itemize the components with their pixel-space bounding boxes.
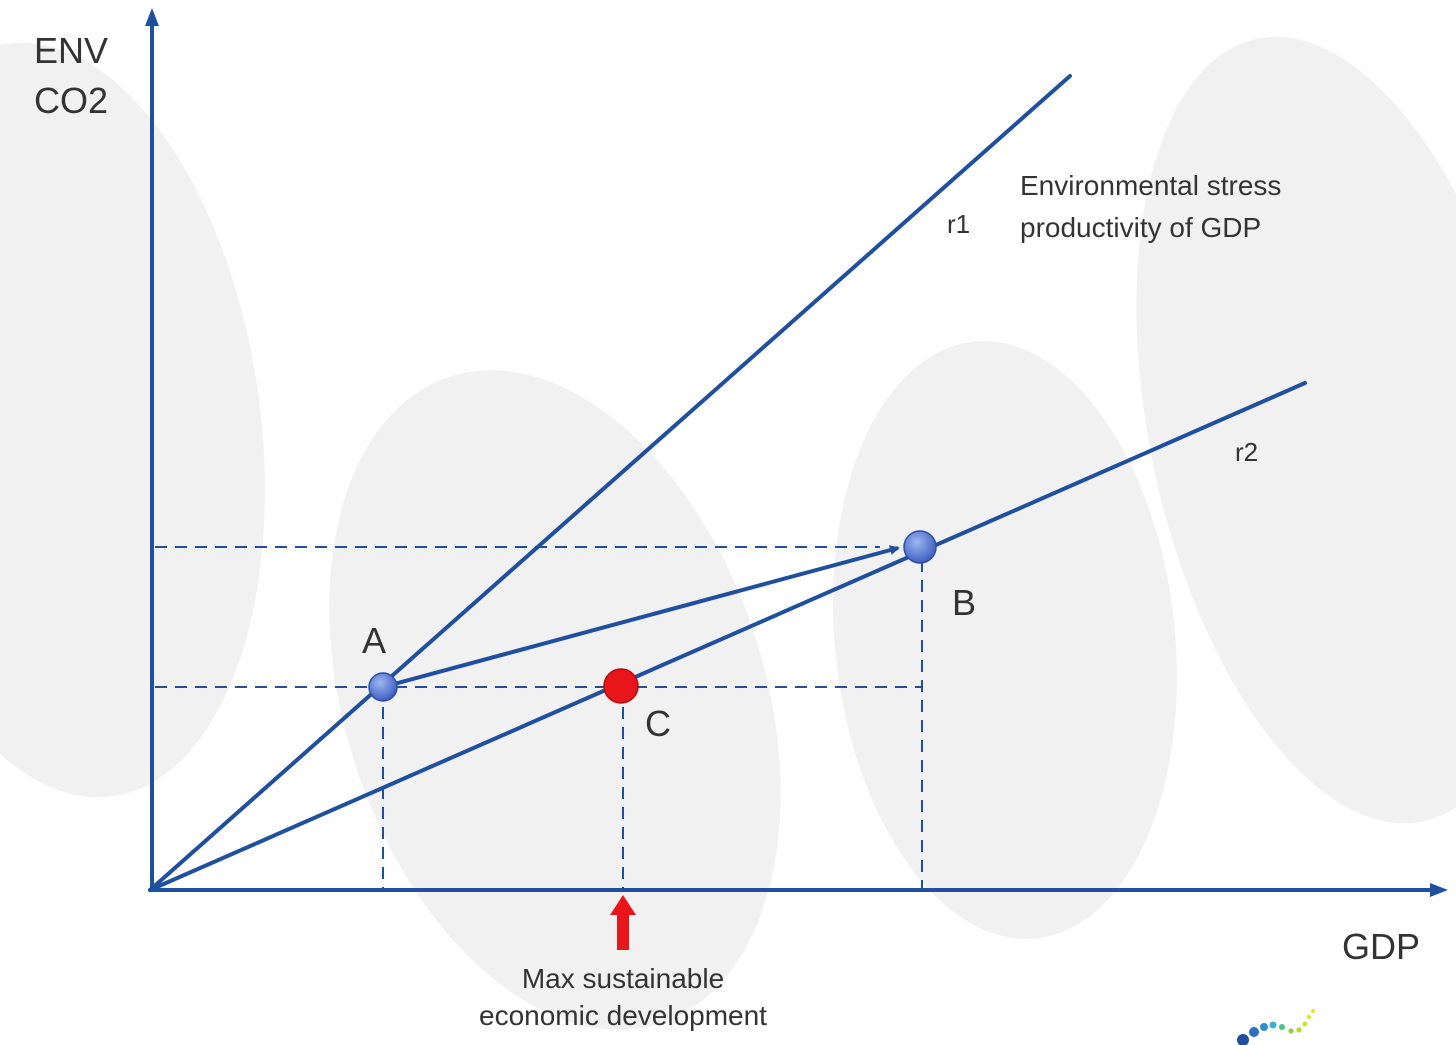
marker-caption-line-2: economic development <box>479 1000 767 1031</box>
line-r2 <box>148 381 1307 892</box>
y-axis-label-co2: CO2 <box>34 80 109 121</box>
background-blob-center <box>329 370 781 1030</box>
point-a-label: A <box>362 620 387 661</box>
axes <box>145 8 1448 897</box>
point-b <box>903 530 937 564</box>
y-axis-arrowhead <box>145 8 159 26</box>
annotation-line-1: Environmental stress <box>1020 170 1282 201</box>
line-r2-label: r2 <box>1235 437 1259 467</box>
marker-caption-line-1: Max sustainable <box>521 963 725 994</box>
line-r1-label: r1 <box>947 209 971 239</box>
ray-lines <box>148 74 1307 892</box>
point-b-label: B <box>952 582 977 623</box>
arrow-a-to-b <box>382 545 900 689</box>
background-blob-left <box>0 42 265 798</box>
line-r1 <box>148 74 1072 892</box>
x-axis-arrowhead <box>1430 883 1448 897</box>
point-a <box>368 672 398 702</box>
point-c <box>603 668 639 704</box>
point-c-label: C <box>645 703 671 744</box>
x-axis-label-gdp: GDP <box>1342 926 1421 967</box>
y-axis-label-env: ENV <box>34 30 109 71</box>
max-sustainable-arrow <box>610 895 636 950</box>
points <box>368 530 937 704</box>
background-blob-right-center <box>833 341 1177 939</box>
logo-mark <box>1237 1009 1315 1045</box>
annotation-line-2: productivity of GDP <box>1020 212 1262 243</box>
background-blob-right <box>1136 36 1456 824</box>
